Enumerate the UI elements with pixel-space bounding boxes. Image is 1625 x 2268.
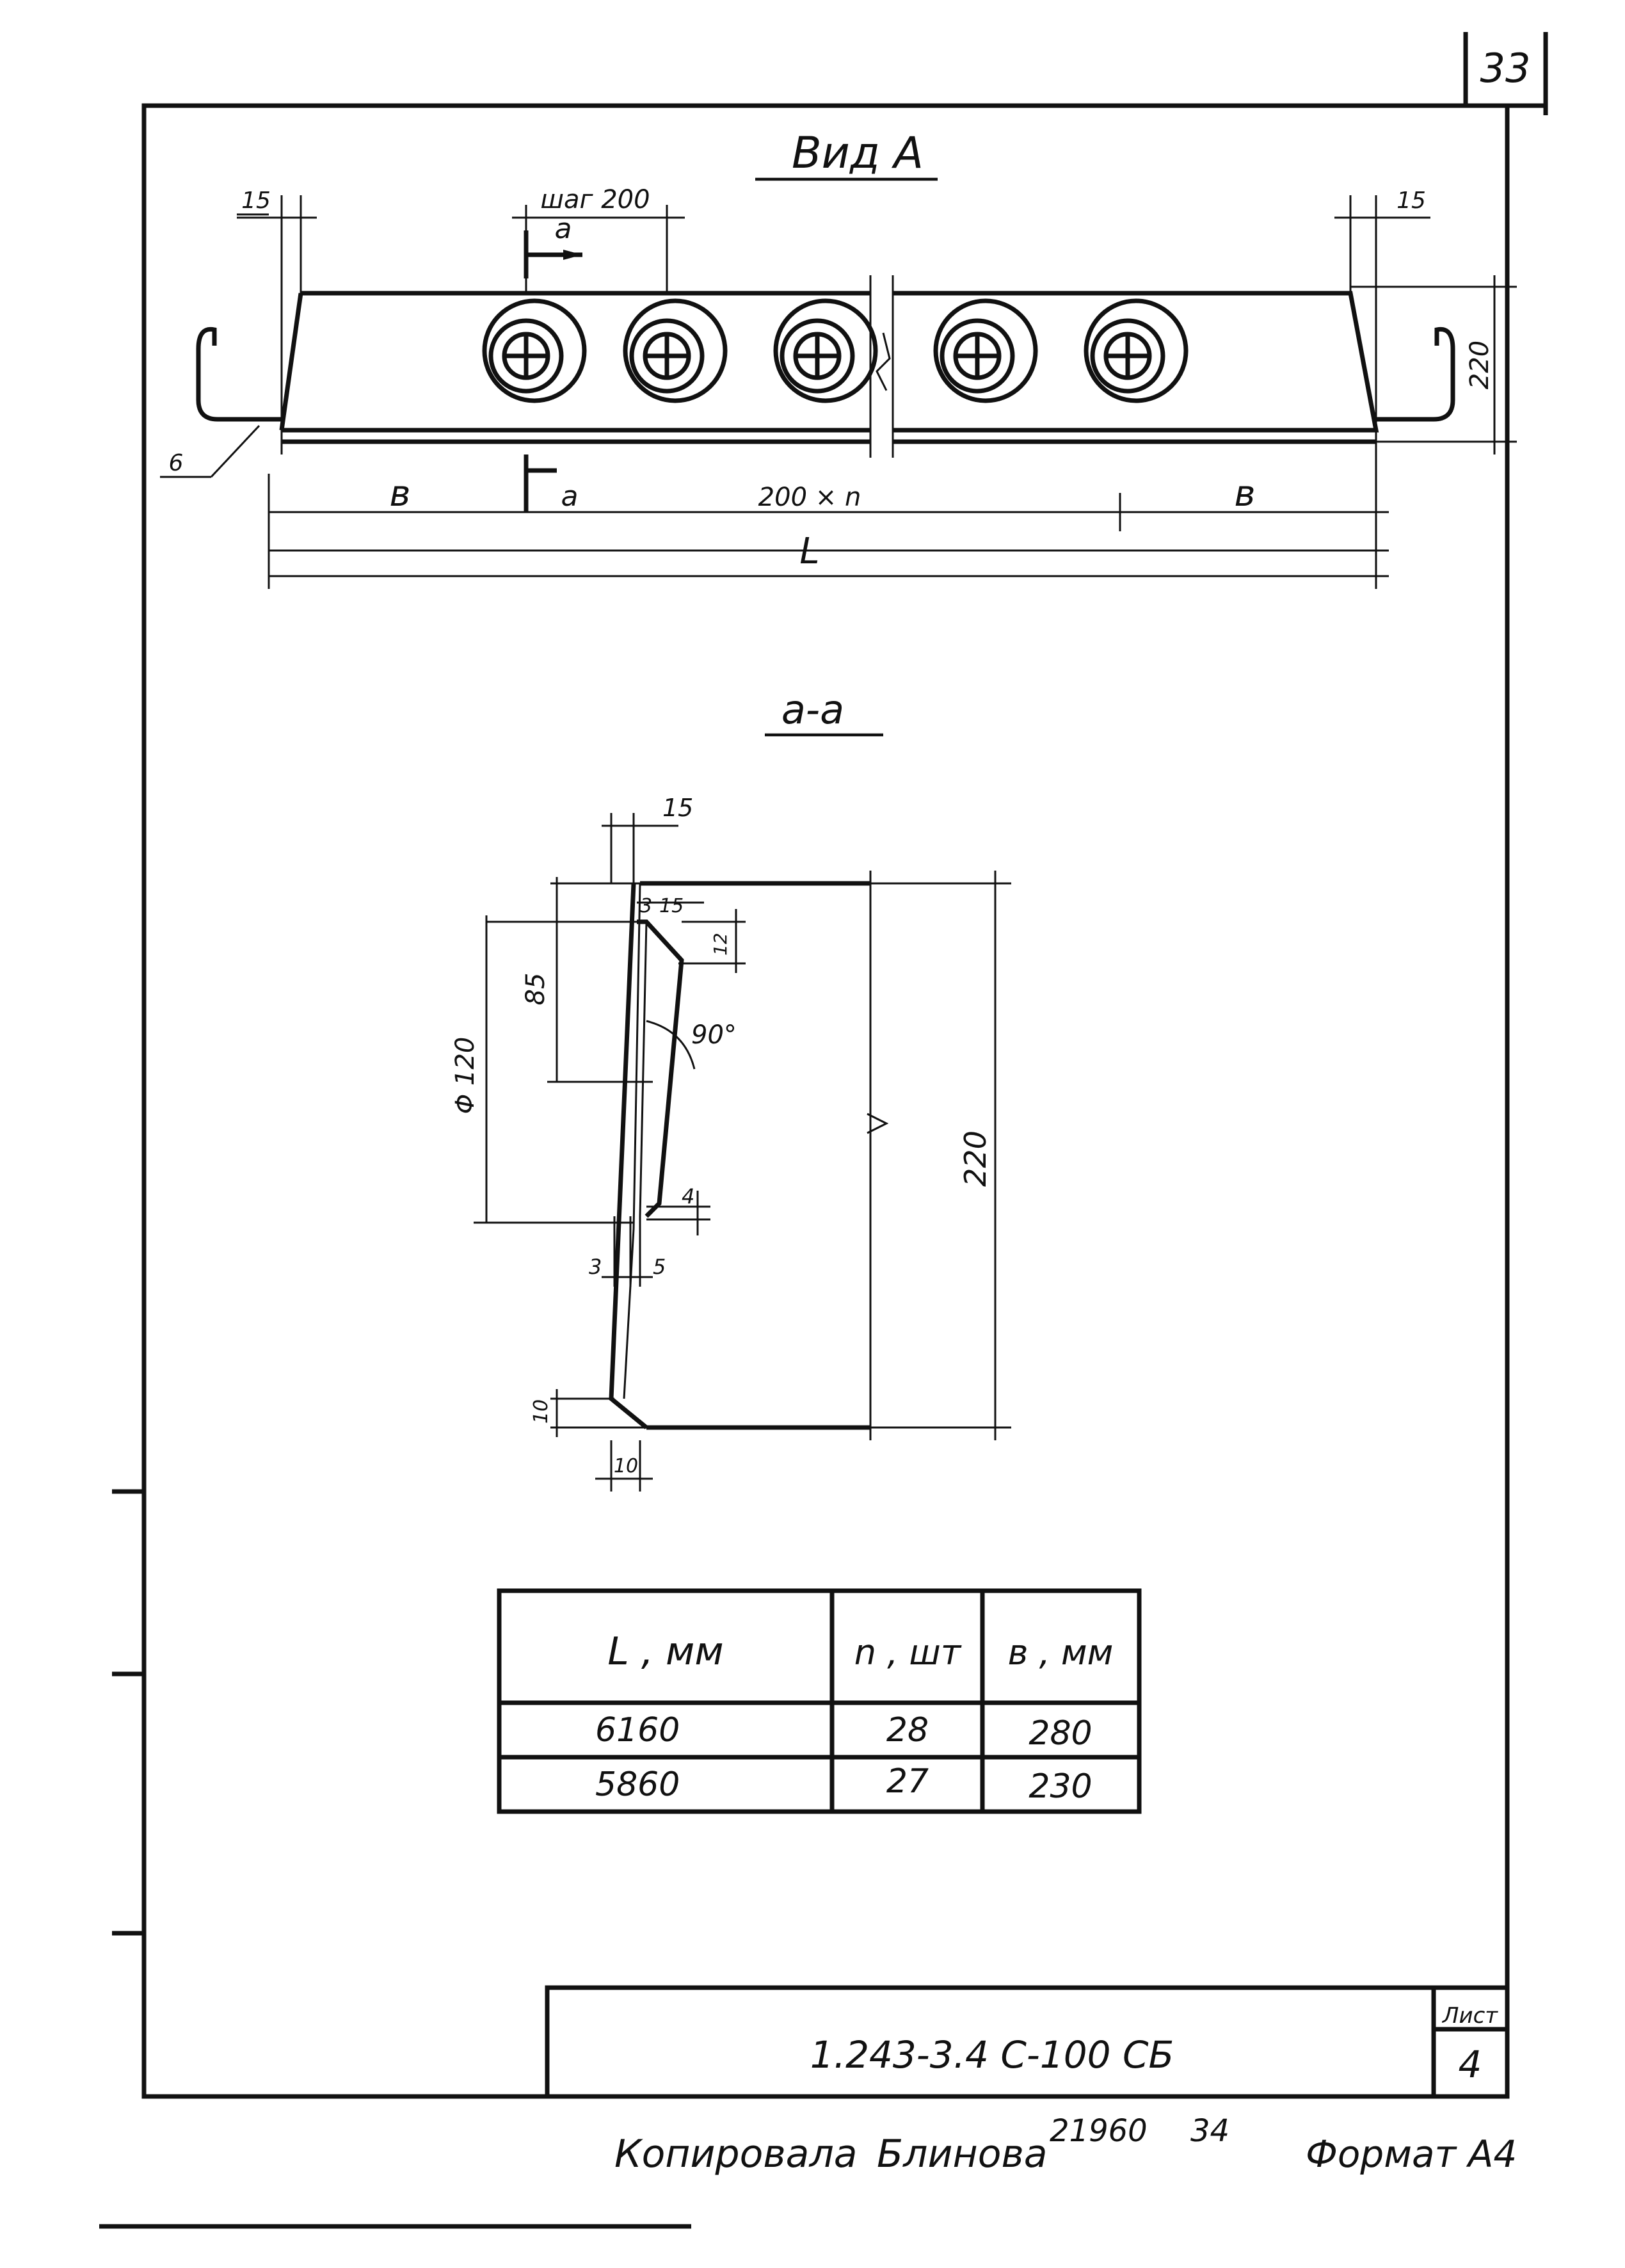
dim-b-left: в — [389, 473, 410, 515]
copier-name: Блинова — [877, 2132, 1048, 2176]
hole — [1084, 298, 1189, 403]
dim-span: 200 × n — [758, 483, 861, 512]
dim-3-bottom: 3 — [589, 1255, 602, 1279]
view-a-title: Вид А — [792, 128, 924, 179]
format-label: Формат А4 — [1306, 2132, 1517, 2176]
section-mark-bottom: а — [561, 480, 579, 513]
dim-15-top: 15 — [662, 794, 693, 822]
dim-12: 12 — [710, 933, 731, 956]
parameters-table — [497, 1588, 1142, 1814]
dim-85: 85 — [521, 973, 550, 1006]
section-aa-title: а-а — [781, 686, 844, 733]
view-a-dimensions — [160, 195, 1517, 589]
sheet-label: Лист — [1441, 2003, 1498, 2029]
sheet-number: 4 — [1459, 2043, 1482, 2086]
dim-height-220: 220 — [1465, 341, 1494, 389]
hole — [773, 298, 878, 403]
dim-10-horizontal: 10 — [614, 1455, 638, 1477]
dim-4: 4 — [682, 1184, 694, 1209]
sheet-corner-number: 33 — [1480, 45, 1531, 92]
hole — [623, 298, 728, 403]
table-header-l: L , мм — [607, 1629, 723, 1674]
table-header-n: n , шт — [854, 1632, 962, 1673]
dim-total-l: L — [799, 531, 819, 572]
extra-number: 34 — [1190, 2113, 1229, 2149]
table-cell: 230 — [1029, 1767, 1092, 1806]
table-cell: 280 — [1029, 1714, 1092, 1753]
copied-by: Копировала — [614, 2132, 858, 2176]
dim-10-vertical: 10 — [530, 1399, 552, 1424]
document-code: 1.243-3.4 С-100 СБ — [810, 2033, 1174, 2077]
dim-phi-120: Φ 120 — [451, 1037, 480, 1114]
section-aa-dimensions — [474, 813, 1011, 1492]
table-cell: 6160 — [595, 1711, 680, 1749]
dim-15-inner: 15 — [659, 895, 684, 917]
title-block — [545, 1985, 1510, 2099]
dim-step: шаг 200 — [540, 185, 650, 214]
hole — [482, 298, 587, 403]
sheet-frame — [99, 32, 1548, 2229]
table-cell: 27 — [886, 1762, 929, 1801]
dim-b-right: в — [1234, 473, 1255, 515]
table-header-b: в , мм — [1008, 1632, 1114, 1673]
dim-3-top: 3 — [640, 895, 652, 917]
section-mark-top: а — [555, 213, 572, 245]
view-a: Вид А — [196, 128, 1455, 458]
table-cell: 5860 — [595, 1765, 680, 1804]
hole — [933, 298, 1038, 403]
inventory-number: 21960 — [1050, 2113, 1148, 2149]
section-aa: а-а — [609, 686, 889, 1440]
dim-220: 220 — [958, 1130, 993, 1187]
leader-label: 6 — [169, 450, 184, 476]
dim-5: 5 — [653, 1255, 666, 1279]
table-cell: 28 — [886, 1711, 929, 1749]
dim-angle: 90° — [691, 1020, 737, 1050]
dim-left-15: 15 — [241, 188, 271, 214]
dim-right-15: 15 — [1397, 188, 1426, 214]
